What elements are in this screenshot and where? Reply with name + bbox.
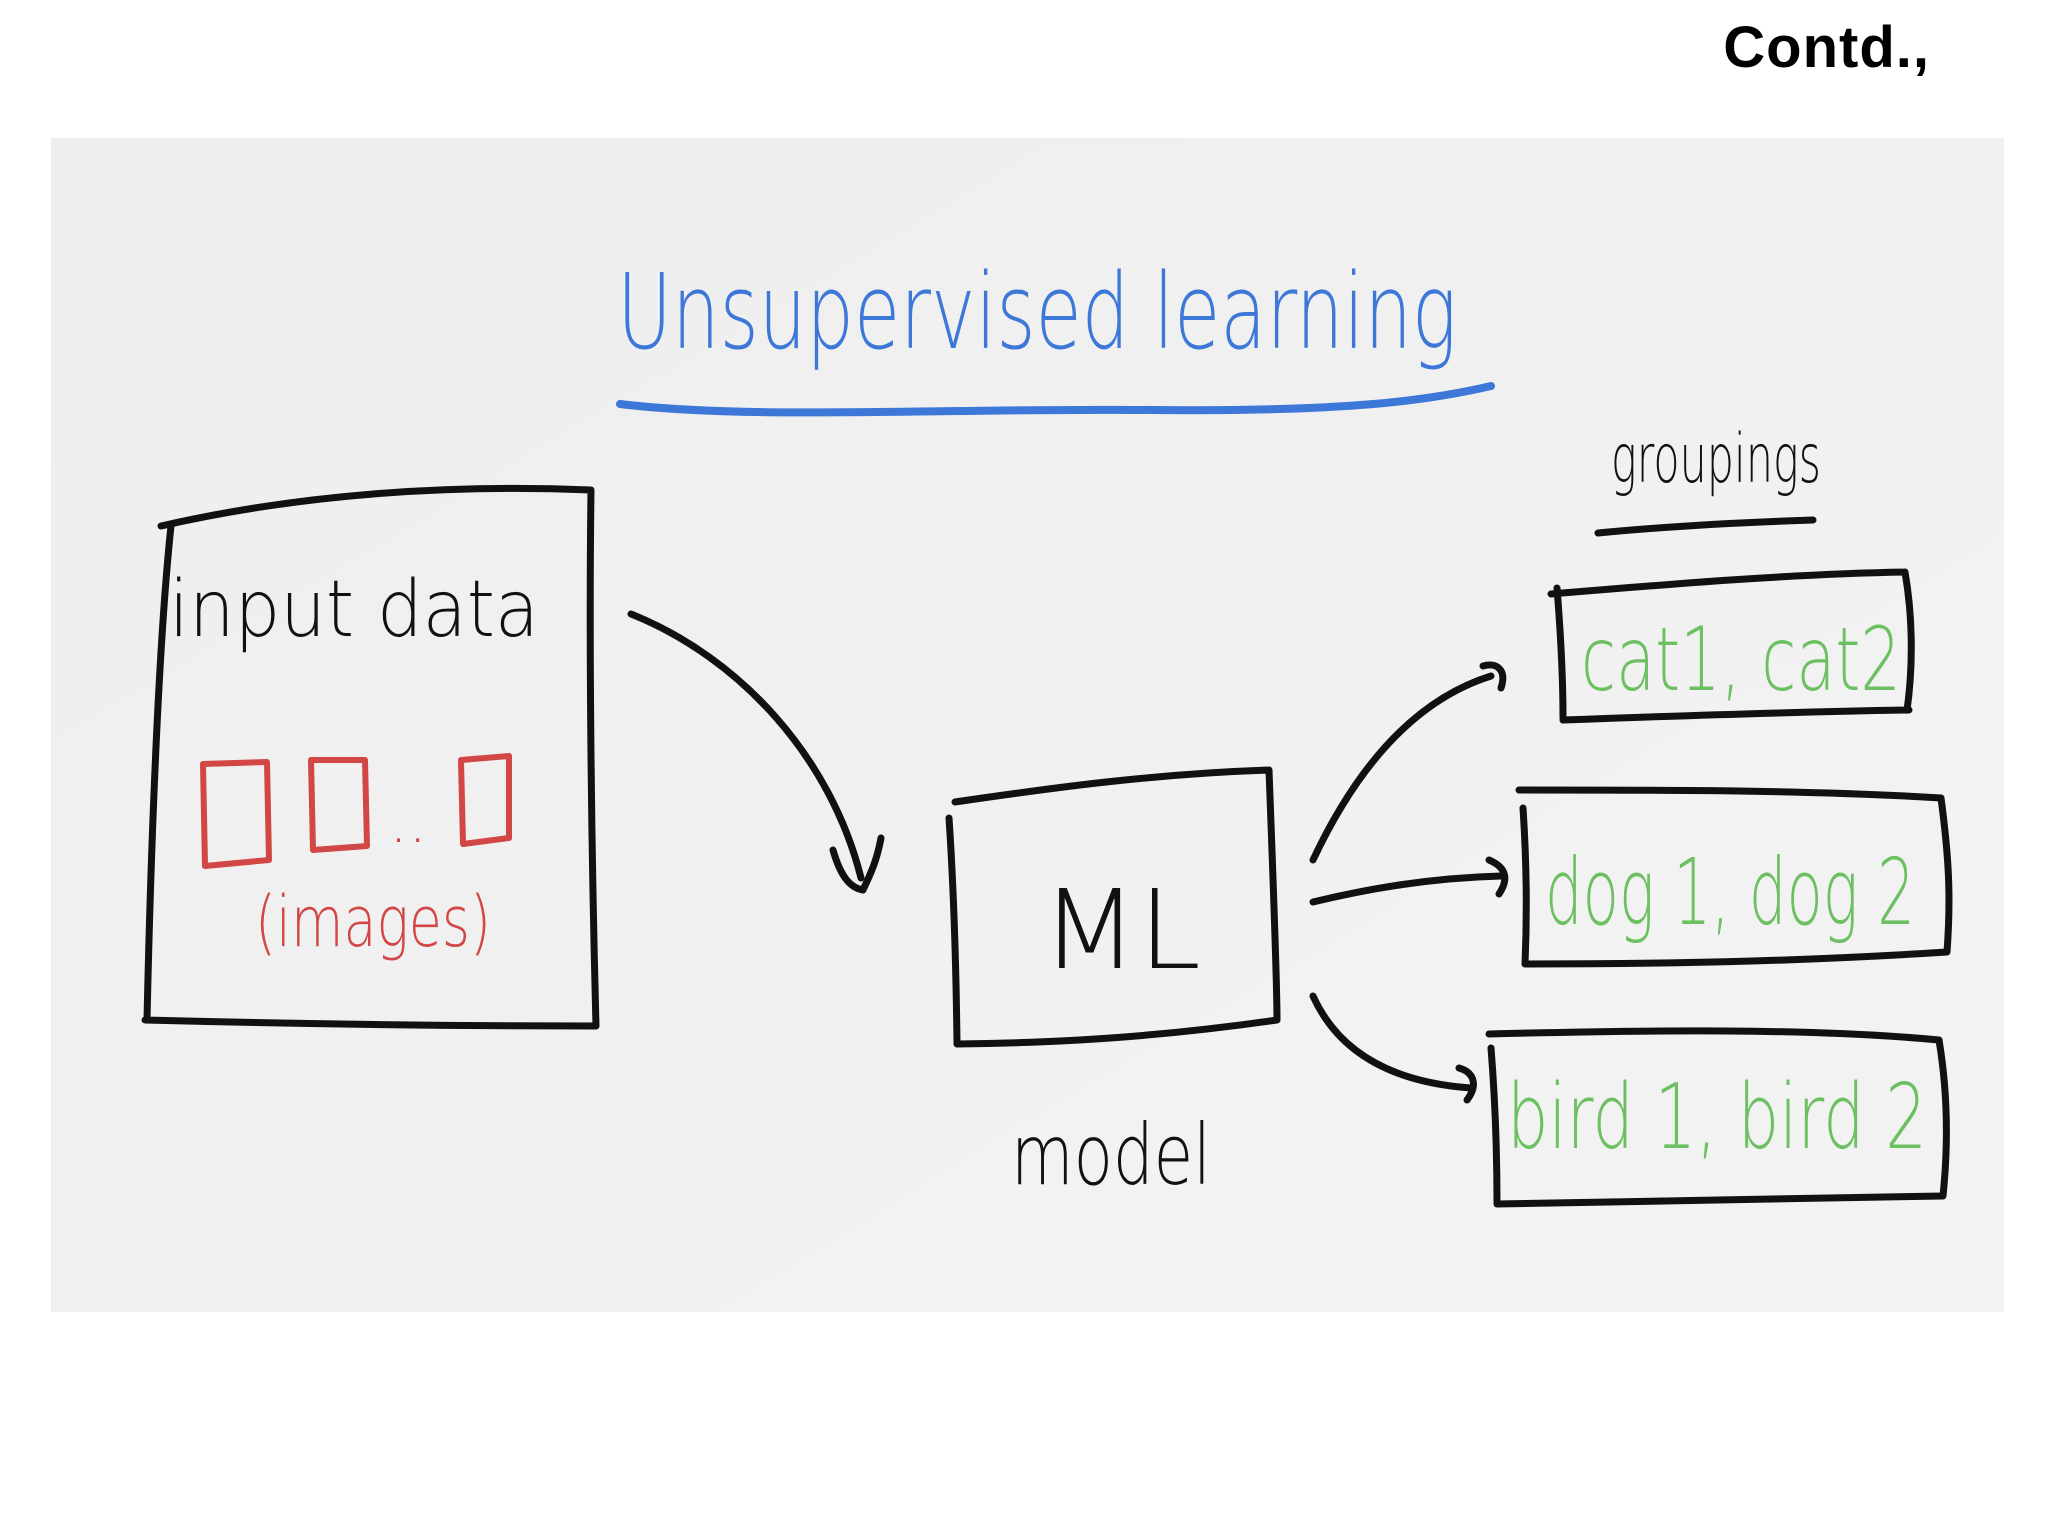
arrows-model-to-groupings [1309, 661, 1509, 1104]
input-data-label: input data [169, 565, 539, 655]
arrow-to-group-1 [1309, 672, 1495, 864]
image-ellipsis: .. [389, 787, 427, 857]
group-box-2: dog 1, dog 2 [1515, 786, 1953, 968]
group-3-label: bird 1, bird 2 [1507, 1065, 1927, 1170]
groupings-section: groupings cat1, cat2 dog 1, dog 2 bird 1… [1485, 420, 1953, 1208]
group-box-2-outline [1515, 786, 1953, 968]
image-icon [200, 759, 272, 869]
input-data-box: input data .. (images) [141, 484, 600, 1030]
group-box-1-outline [1547, 568, 1915, 724]
image-icon [308, 757, 370, 853]
group-2-label: dog 1, dog 2 [1545, 839, 1915, 946]
group-box-3-outline [1485, 1027, 1950, 1208]
diagram-title: Unsupervised learning [617, 251, 1457, 373]
model-box: ML model [945, 766, 1281, 1204]
groupings-header: groupings [1611, 420, 1821, 499]
diagram-canvas: Unsupervised learning input data .. (ima… [51, 138, 2004, 1312]
diagram-title-group: Unsupervised learning [616, 251, 1495, 417]
arrow-to-group-3 [1309, 992, 1475, 1092]
board-background [51, 138, 2004, 1312]
images-label: (images) [255, 881, 491, 963]
model-box-outline [945, 766, 1281, 1048]
group-box-1: cat1, cat2 [1547, 568, 1915, 724]
whiteboard-diagram: Unsupervised learning input data .. (ima… [51, 138, 2004, 1312]
slide-heading: Contd., [1723, 15, 1930, 80]
group-1-label: cat1, cat2 [1581, 608, 1901, 711]
groupings-underline [1594, 516, 1817, 537]
model-box-label: ML [1041, 866, 1201, 994]
image-placeholder-icons [200, 753, 512, 869]
input-box-outline [141, 484, 600, 1030]
group-box-3: bird 1, bird 2 [1485, 1027, 1950, 1208]
arrow-input-to-model [627, 610, 885, 894]
arrow-to-group-2 [1309, 872, 1505, 906]
image-icon [458, 753, 512, 847]
title-underline [616, 382, 1495, 417]
model-caption: model [1011, 1106, 1211, 1204]
